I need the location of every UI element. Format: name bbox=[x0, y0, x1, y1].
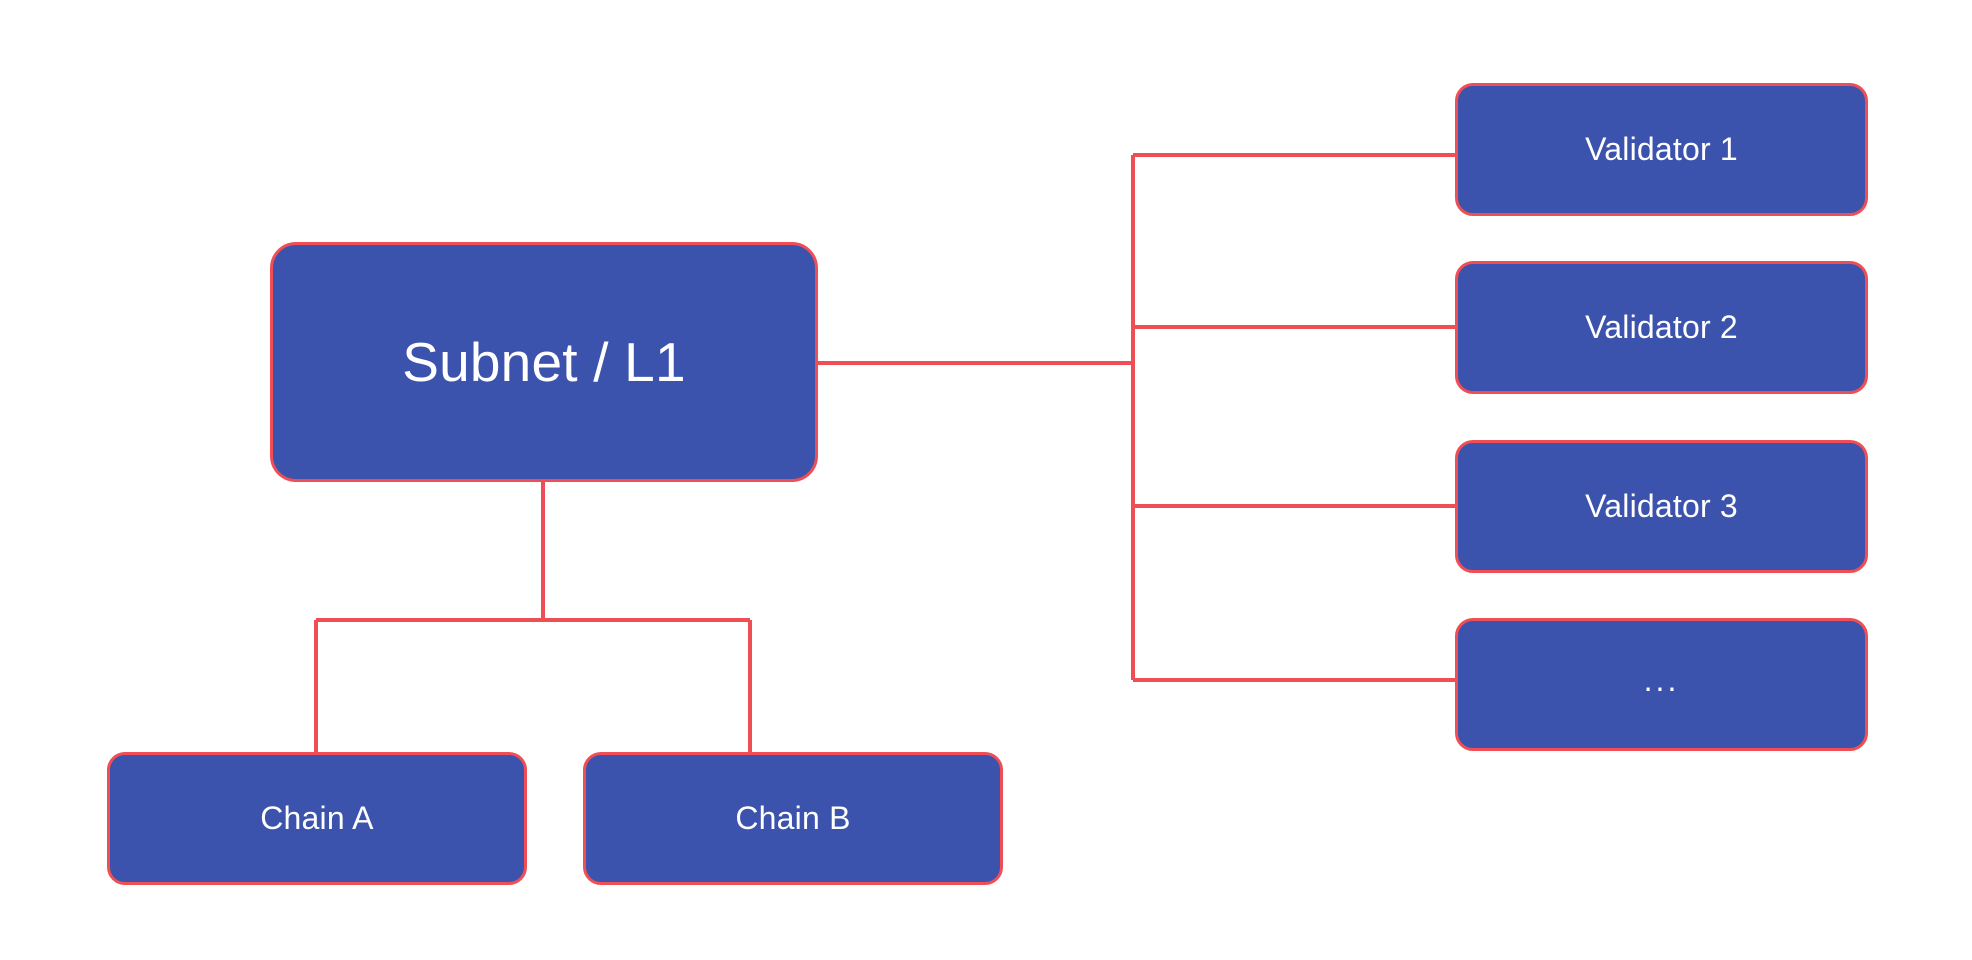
node-validator-2[interactable]: Validator 2 bbox=[1455, 261, 1868, 394]
node-validator-1-label: Validator 1 bbox=[1585, 130, 1738, 167]
node-validator-2-label: Validator 2 bbox=[1585, 308, 1738, 345]
node-validator-overflow-label: ... bbox=[1643, 661, 1680, 698]
node-validator-3[interactable]: Validator 3 bbox=[1455, 440, 1868, 573]
node-validator-3-label: Validator 3 bbox=[1585, 487, 1738, 524]
node-chain-b[interactable]: Chain B bbox=[583, 752, 1003, 885]
node-chain-a-label: Chain A bbox=[260, 799, 374, 836]
node-validator-1[interactable]: Validator 1 bbox=[1455, 83, 1868, 216]
node-subnet-l1[interactable]: Subnet / L1 bbox=[270, 242, 818, 482]
node-chain-a[interactable]: Chain A bbox=[107, 752, 527, 885]
node-subnet-l1-label: Subnet / L1 bbox=[402, 330, 686, 393]
node-validator-overflow[interactable]: ... bbox=[1455, 618, 1868, 751]
node-chain-b-label: Chain B bbox=[735, 799, 851, 836]
